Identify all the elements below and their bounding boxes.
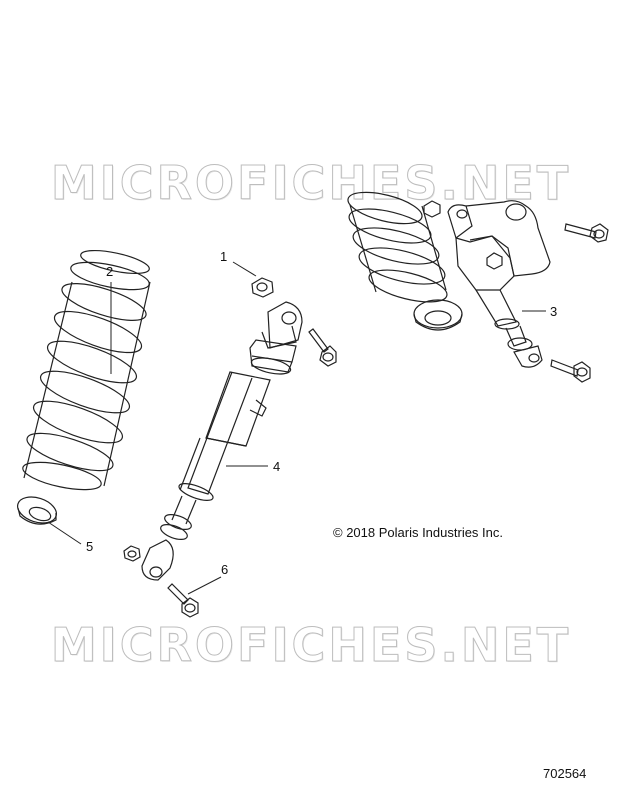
bolt-upper-mount [308, 328, 337, 367]
diagram-part-number: 702564 [543, 766, 587, 781]
shock-absorber-center [141, 301, 303, 581]
callout-3: 3 [550, 304, 558, 319]
watermark-top: MICROFICHES.NET [50, 156, 572, 211]
callout-5: 5 [86, 539, 94, 554]
callout-4: 4 [273, 459, 281, 474]
coil-spring-left [22, 249, 151, 491]
callout-2: 2 [106, 264, 114, 279]
leader-lines [47, 261, 546, 595]
shock-assembly-right [347, 191, 551, 368]
spring-retainer-left [17, 496, 57, 525]
callout-6: 6 [221, 562, 229, 577]
bolt-lower-right [550, 359, 591, 383]
bolt-lower [167, 583, 199, 618]
nut-top [251, 277, 274, 298]
bolt-upper-right [564, 223, 609, 243]
nut-lower [123, 545, 141, 562]
copyright-notice: © 2018 Polaris Industries Inc. [333, 525, 503, 540]
watermark-bottom: MICROFICHES.NET [50, 618, 572, 673]
callout-1: 1 [220, 249, 228, 264]
